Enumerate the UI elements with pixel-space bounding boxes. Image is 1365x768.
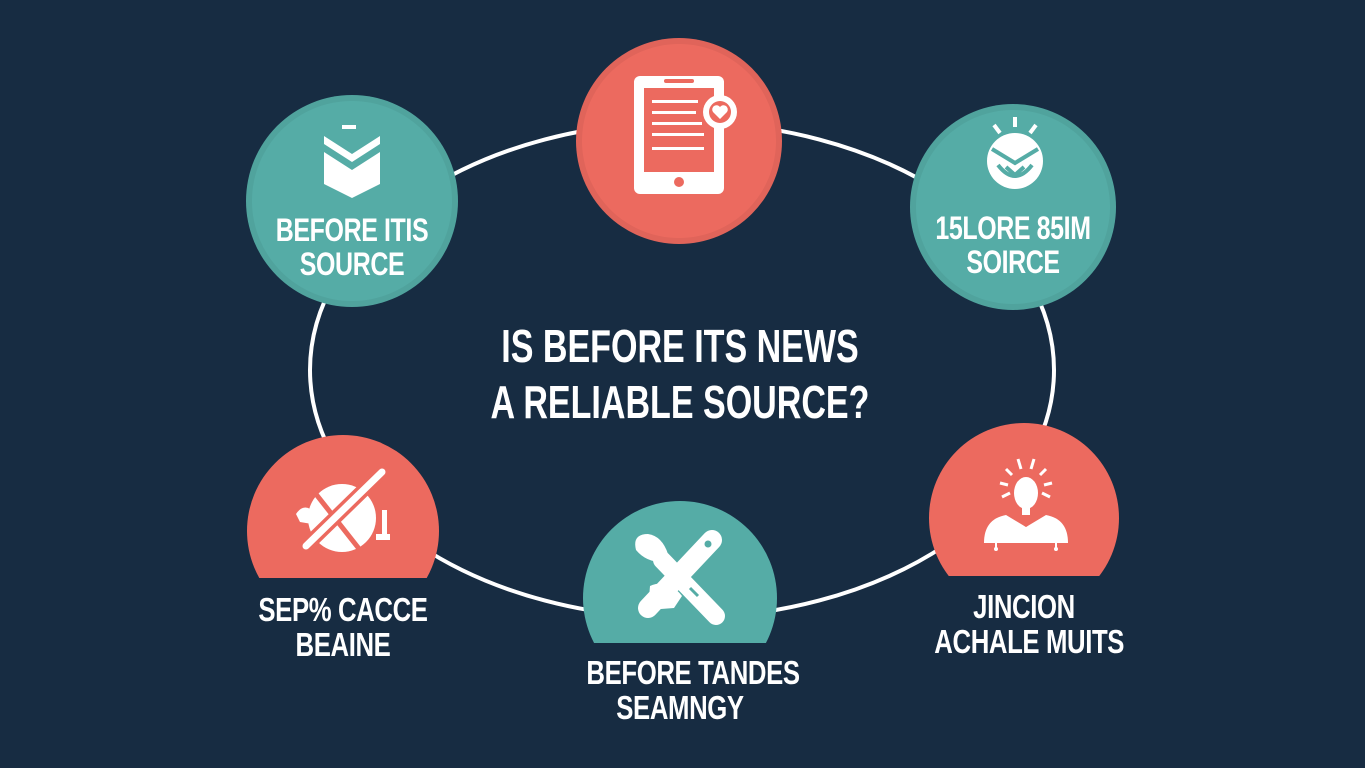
- node-label-line2: SOIRCE: [966, 243, 1060, 280]
- node-label-line2: SOURCE: [299, 245, 405, 282]
- title-line2: A RELIABLE SOURCE?: [490, 376, 870, 429]
- teal-circle: [246, 95, 458, 307]
- page-title: IS BEFORE ITS NEWS A RELIABLE SOURCE?: [458, 318, 902, 430]
- node-label-line1: JINCION: [973, 588, 1075, 625]
- person-idea-icon: [984, 458, 1068, 551]
- node-label-line2: SEAMNGY: [616, 688, 744, 726]
- tablet-article-heart-icon: [634, 76, 737, 194]
- node-label-line2: BEAINE: [295, 625, 391, 663]
- node-label-line1: BEFORE TANDES: [586, 654, 800, 691]
- node-label-line2: ACHALE MUITS: [934, 622, 1125, 660]
- chevron-badge-icon: [324, 125, 380, 198]
- node-label-line1: 15LORE 85IM: [935, 210, 1091, 246]
- smiley-envelope-icon: [987, 117, 1043, 189]
- node-label-line1: BEFORE ITIS: [275, 212, 429, 248]
- node-label-line1: SEP% CACCE: [258, 591, 428, 628]
- title-line1: IS BEFORE ITS NEWS: [501, 320, 859, 372]
- crossed-pen-icon: [296, 465, 390, 555]
- crossed-tools-icon: [635, 530, 725, 625]
